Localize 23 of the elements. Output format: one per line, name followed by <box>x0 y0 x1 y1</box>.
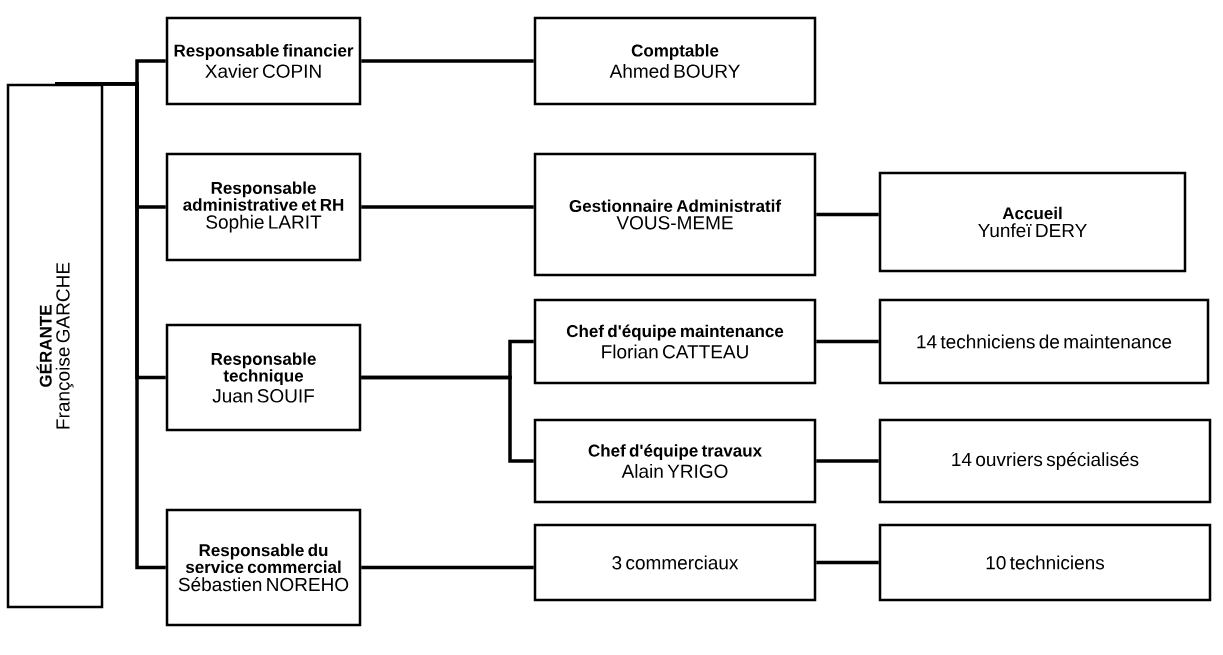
role-box: Responsable du service commercial Sébastien NOREHO <box>165 508 362 627</box>
connector-line <box>816 560 879 565</box>
connector-line <box>816 459 879 463</box>
role-box: Chef d'équipe travaux Alain YRIGO <box>533 418 817 504</box>
role-box: Chef d'équipe maintenance Florian CATTEAU <box>533 298 817 385</box>
role-box: 14 techniciens de maintenance <box>878 298 1210 385</box>
role-box: Responsable technique Juan SOUIF <box>165 323 362 432</box>
role-box: Accueil Yunfeï DERY <box>878 171 1187 273</box>
connector-line <box>816 339 879 344</box>
role-box: Responsable financier Xavier COPIN <box>165 16 362 106</box>
connector-line <box>361 205 534 209</box>
role-box: 3 commerciaux <box>533 523 817 602</box>
role-box: 10 techniciens <box>878 523 1212 602</box>
role-box: Responsable administrative et RH Sophie LARIT <box>165 152 362 262</box>
role-box: Comptable Ahmed BOURY <box>533 16 817 106</box>
connector-line <box>55 82 166 570</box>
role-box: 14 ouvriers spécialisés <box>878 418 1212 504</box>
connector-line <box>816 212 879 217</box>
connector-line <box>361 59 534 63</box>
connector-line <box>361 565 534 570</box>
connector-line <box>361 375 534 463</box>
manager-box: GÉRANTE Françoise GARCHE <box>6 83 104 609</box>
role-box: Gestionnaire Administratif VOUS-MEME <box>533 152 817 277</box>
